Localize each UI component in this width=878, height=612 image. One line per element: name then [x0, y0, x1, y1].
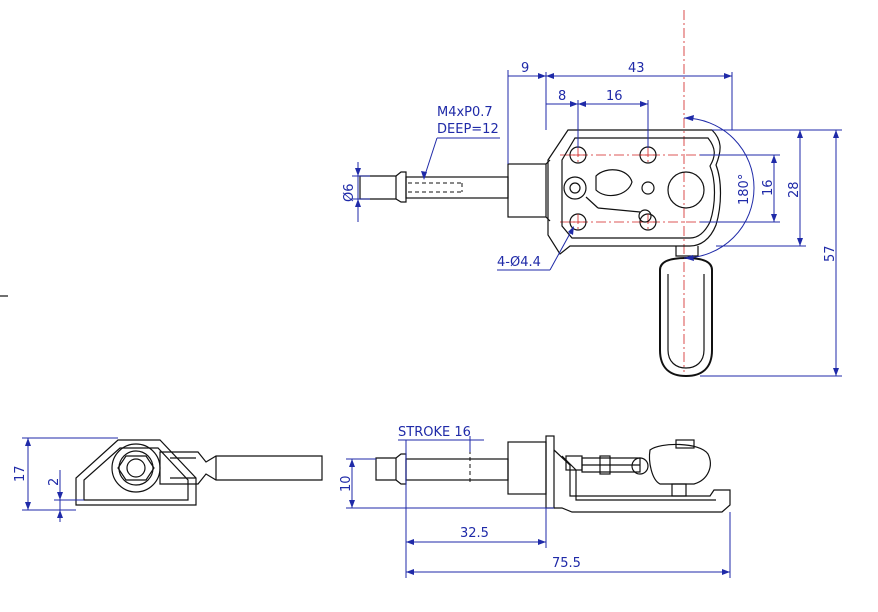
dim-75-5: 75.5	[552, 556, 581, 571]
dim-16-right: 16	[761, 179, 776, 196]
side-flange	[545, 435, 555, 509]
depth-callout: DEEP=12	[437, 122, 499, 137]
thread-callout: M4xP0.7	[437, 105, 493, 120]
top-view: 180° 9 43 8 16 M4xP0.7 DEEP=12 Ø6	[342, 10, 842, 378]
dim-8: 8	[558, 89, 566, 104]
handle-pivot	[667, 171, 705, 209]
dim-9: 9	[521, 61, 529, 76]
pivot-link	[563, 176, 587, 200]
dim-32-5: 32.5	[460, 526, 489, 541]
dim-16-top: 16	[606, 89, 623, 104]
guide-body	[507, 163, 547, 218]
side-plunger-tip	[375, 453, 407, 485]
end-view-plunger	[159, 451, 323, 485]
side-guide-body	[507, 441, 547, 495]
side-base	[553, 449, 731, 513]
dim-57: 57	[823, 245, 838, 262]
dim-28: 28	[787, 181, 802, 198]
base-plate	[547, 129, 722, 255]
angle-label: 180°	[737, 174, 752, 205]
end-view: 17 2	[13, 437, 323, 522]
dim-2: 2	[47, 478, 62, 486]
plunger-rod	[405, 176, 509, 199]
nut-hex	[117, 455, 155, 481]
side-handle-pivot	[648, 443, 711, 485]
dim-17: 17	[13, 465, 28, 482]
dim-dia6: Ø6	[342, 183, 357, 202]
side-plunger-rod	[405, 458, 509, 481]
side-view: STROKE 16 10 32.5 75.5	[339, 425, 731, 578]
stroke-callout: STROKE 16	[398, 425, 471, 440]
end-view-base	[75, 439, 197, 506]
handle-grip	[659, 256, 713, 378]
toggle-link	[595, 169, 633, 197]
rotation-arc	[683, 117, 755, 259]
dim-10: 10	[339, 475, 354, 492]
plunger-tip	[359, 171, 407, 203]
holes-callout: 4-Ø4.4	[497, 255, 541, 270]
dim-43: 43	[628, 61, 645, 76]
side-link	[581, 457, 641, 473]
